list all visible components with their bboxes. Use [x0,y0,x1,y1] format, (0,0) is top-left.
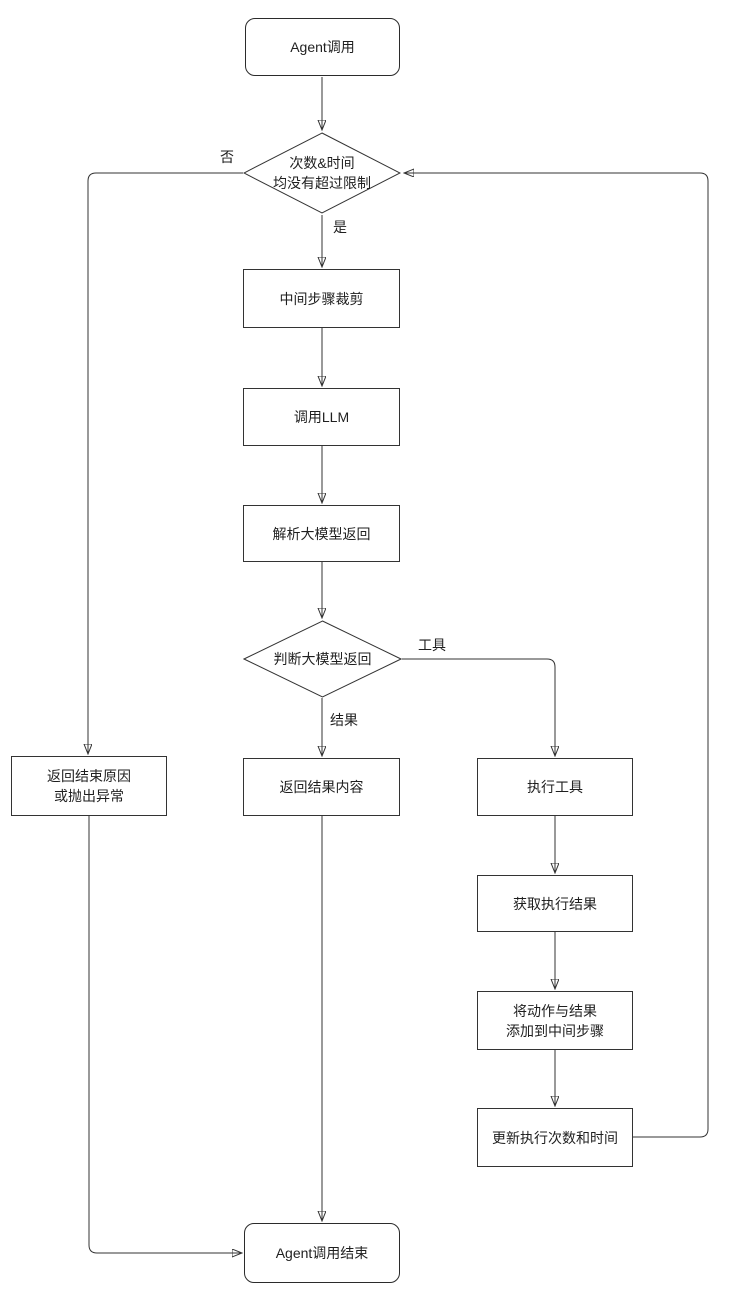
node-append-steps-label: 将动作与结果 添加到中间步骤 [506,1002,604,1039]
edge-label-result: 结果 [328,712,360,728]
node-update-count: 更新执行次数和时间 [477,1108,633,1167]
node-trim-steps: 中间步骤裁剪 [243,269,400,328]
node-update-count-label: 更新执行次数和时间 [492,1129,618,1146]
node-get-result: 获取执行结果 [477,875,633,932]
node-end-label: Agent调用结束 [275,1245,369,1261]
node-start: Agent调用 [245,18,400,76]
node-start-label: Agent调用 [290,39,355,55]
node-exec-tool: 执行工具 [477,758,633,816]
node-judge-llm: 判断大模型返回 [243,620,402,698]
diamond-shape [243,620,402,698]
diamond-shape [243,132,401,214]
edge-label-no: 否 [218,149,236,165]
node-append-steps: 将动作与结果 添加到中间步骤 [477,991,633,1050]
node-trim-steps-label: 中间步骤裁剪 [279,290,364,307]
edge-updatecount-loop-to-limitcheck [405,173,709,1138]
edge-label-yes: 是 [331,219,349,235]
edge-limitcheck-no-to-returnreason [88,172,243,753]
node-call-llm: 调用LLM [243,388,400,446]
edge-label-tool: 工具 [416,637,448,653]
edge-judge-tool-to-exectool [402,658,555,755]
node-judge-llm-label: 判断大模型返回 [273,651,372,667]
node-limit-check-label: 次数&时间 均没有超过限制 [273,155,371,191]
node-parse-llm: 解析大模型返回 [243,505,400,562]
node-end: Agent调用结束 [244,1223,400,1283]
edge-returnreason-to-end [88,816,241,1253]
node-parse-llm-label: 解析大模型返回 [272,525,371,542]
node-return-reason: 返回结束原因 或抛出异常 [11,756,167,816]
node-call-llm-label: 调用LLM [293,409,350,425]
node-return-result-label: 返回结果内容 [279,779,364,795]
node-get-result-label: 获取执行结果 [513,895,597,912]
node-exec-tool-label: 执行工具 [527,779,583,795]
node-return-result: 返回结果内容 [243,758,400,816]
node-limit-check: 次数&时间 均没有超过限制 [243,132,401,214]
node-return-reason-label: 返回结束原因 或抛出异常 [47,768,131,804]
